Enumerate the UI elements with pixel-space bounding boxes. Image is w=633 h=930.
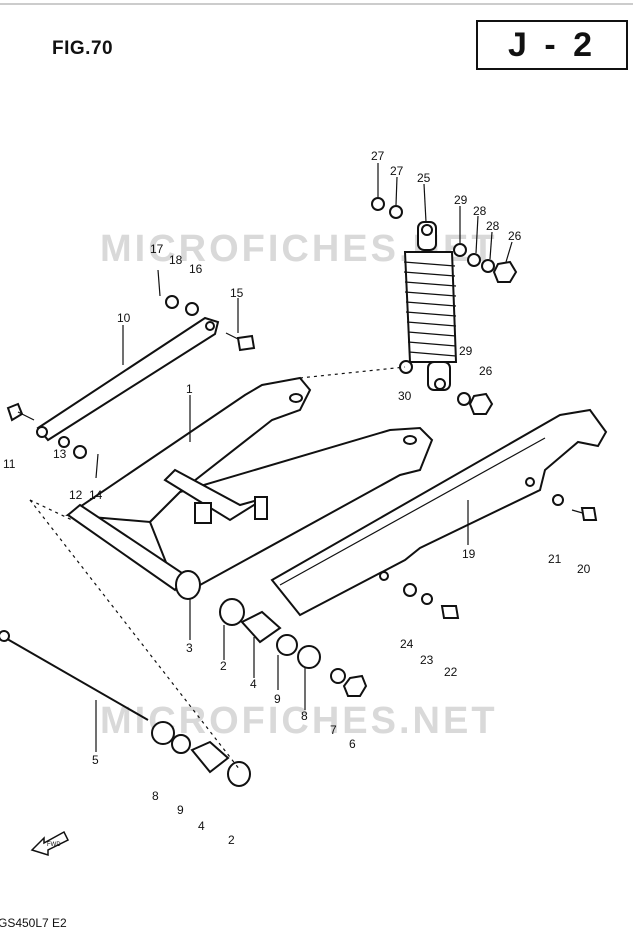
leader-lines <box>95 163 513 752</box>
callout-20: 20 <box>577 562 591 576</box>
bolt-20-washer-21 <box>552 494 598 521</box>
callout-3: 3 <box>186 641 193 655</box>
callout-1: 1 <box>186 382 193 396</box>
callout-labels: 27 27 25 29 28 28 26 17 18 16 15 10 1 29… <box>3 149 591 847</box>
callout-29a: 29 <box>454 193 468 207</box>
model-code: GS450L7 E2 <box>0 916 67 930</box>
callout-18: 18 <box>169 253 183 267</box>
callout-6: 6 <box>349 737 356 751</box>
callout-26b: 26 <box>479 364 493 378</box>
bolt-15 <box>225 332 256 352</box>
alignment-lines <box>29 366 406 771</box>
callout-8a: 8 <box>301 709 308 723</box>
pivot-shaft <box>0 630 149 721</box>
callout-25: 25 <box>417 171 431 185</box>
callout-16: 16 <box>189 262 203 276</box>
callout-2b: 2 <box>228 833 235 847</box>
callout-9b: 9 <box>177 803 184 817</box>
callout-12: 12 <box>69 488 83 502</box>
callout-14: 14 <box>89 488 103 502</box>
callout-10: 10 <box>117 311 131 325</box>
callout-5: 5 <box>92 753 99 767</box>
callout-19: 19 <box>462 547 476 561</box>
pivot-spacers-upper <box>219 598 368 697</box>
nut-washer-17-18-16 <box>157 269 199 316</box>
callout-11: 11 <box>3 457 16 471</box>
callout-29b: 29 <box>459 344 473 358</box>
forward-arrow-icon: FWD <box>30 830 70 857</box>
callout-22: 22 <box>444 665 458 679</box>
chain-case <box>270 408 608 617</box>
callout-21: 21 <box>548 552 562 566</box>
callout-28a: 28 <box>473 204 487 218</box>
rear-shock-absorber <box>371 197 518 415</box>
callout-4a: 4 <box>250 677 257 691</box>
bolt-22-washer-23-24 <box>403 583 460 619</box>
callout-13: 13 <box>53 447 67 461</box>
nut-washer-13-12-14 <box>58 436 99 479</box>
callout-24: 24 <box>400 637 414 651</box>
callout-2a: 2 <box>220 659 227 673</box>
callout-27b: 27 <box>390 164 404 178</box>
callout-8b: 8 <box>152 789 159 803</box>
callout-28b: 28 <box>486 219 500 233</box>
callout-15: 15 <box>230 286 244 300</box>
callout-7: 7 <box>330 723 337 737</box>
callout-4b: 4 <box>198 819 205 833</box>
callout-27a: 27 <box>371 149 385 163</box>
bolt-11 <box>6 402 35 422</box>
callout-17: 17 <box>150 242 164 256</box>
callout-23: 23 <box>420 653 434 667</box>
page-code-box: J - 2 <box>476 20 628 70</box>
torque-link <box>36 316 220 442</box>
figure-title: FIG.70 <box>52 38 114 59</box>
pivot-spacers-lower <box>151 721 251 787</box>
swingarm <box>65 376 434 600</box>
callout-26a: 26 <box>508 229 522 243</box>
forward-label: FWD <box>47 842 61 848</box>
callout-9a: 9 <box>274 692 281 706</box>
callout-30: 30 <box>398 389 412 403</box>
